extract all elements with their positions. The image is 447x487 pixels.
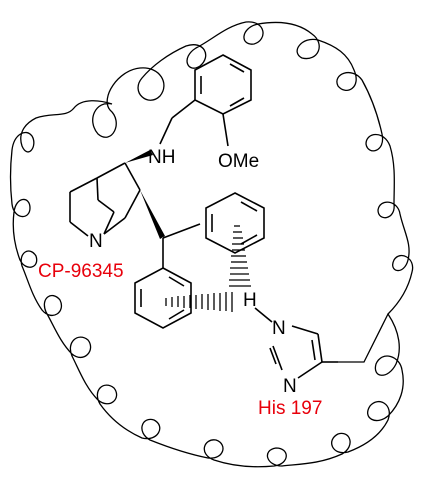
h-atom-label: H [243,290,257,311]
phenyl-ring-left [134,267,192,329]
imidazole-ring [269,325,338,379]
imidazole-n-top-label: N [272,318,286,339]
nh-label: NH [148,147,175,168]
methoxyphenyl-ring [194,54,252,115]
wedge-bond-nh [125,150,153,163]
quinuclidine-n-label: N [89,231,103,252]
benzhydryl-bonds [162,223,201,268]
ch-pi-hash-lower [165,292,233,312]
ligand-name-label: CP-96345 [38,261,124,282]
quinuclidine-cage [69,162,141,237]
ch-pi-hash-upper [229,225,251,287]
wedge-bond-benzhydryl [140,190,165,239]
ome-label: OMe [218,151,259,172]
residue-name-label: His 197 [258,398,322,419]
protein-coil [9,21,414,468]
phenyl-ring-right [205,192,265,254]
h-n-bond [254,307,273,323]
imidazole-n-bottom-label: N [283,376,297,397]
linker-bonds [159,99,229,147]
protein-side-chain [338,313,389,363]
